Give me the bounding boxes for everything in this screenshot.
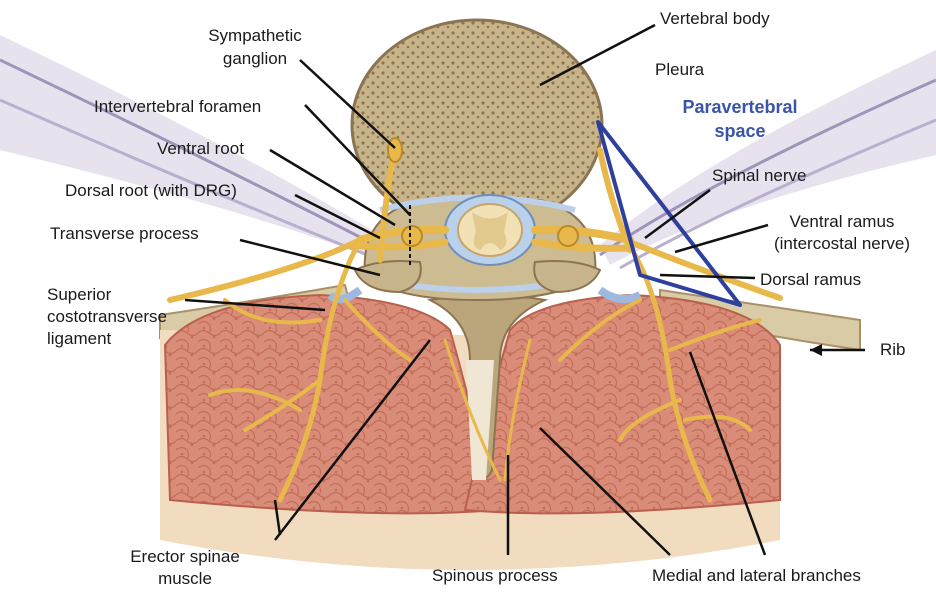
label-paravertebral-line2: space — [660, 119, 820, 143]
label-medial-lateral-branches: Medial and lateral branches — [652, 566, 861, 586]
label-paravertebral-line1: Paravertebral — [660, 95, 820, 119]
label-sympathetic-line2: ganglion — [190, 49, 320, 69]
rib-arrowhead — [810, 344, 822, 356]
label-sympathetic-line1: Sympathetic — [190, 26, 320, 46]
label-vertebral-body: Vertebral body — [660, 9, 770, 29]
label-spinous-process: Spinous process — [432, 566, 558, 586]
label-erector-spinae: Erector spinae muscle — [110, 546, 260, 590]
label-costo-line3: ligament — [47, 328, 167, 350]
label-sympathetic-ganglion: Sympathetic ganglion — [190, 26, 320, 69]
label-ventral-ramus-line1: Ventral ramus — [758, 211, 926, 233]
label-ventral-ramus-line2: (intercostal nerve) — [758, 233, 926, 255]
label-paravertebral-space: Paravertebral space — [660, 95, 820, 143]
label-spinal-nerve: Spinal nerve — [712, 166, 807, 186]
label-costo-line2: costotransverse — [47, 306, 167, 328]
transverse-process-left — [355, 261, 421, 292]
label-pleura: Pleura — [655, 60, 704, 80]
label-intervertebral-foramen: Intervertebral foramen — [94, 97, 261, 117]
costotransverse-ligament-right — [600, 290, 640, 299]
label-superior-costotransverse-ligament: Superior costotransverse ligament — [47, 284, 167, 350]
label-dorsal-root: Dorsal root (with DRG) — [65, 181, 237, 201]
transverse-process-right — [534, 261, 600, 292]
label-dorsal-ramus: Dorsal ramus — [760, 270, 861, 290]
label-costo-line1: Superior — [47, 284, 167, 306]
label-ventral-ramus: Ventral ramus (intercostal nerve) — [758, 211, 926, 255]
label-erector-line2: muscle — [110, 568, 260, 590]
label-transverse-process: Transverse process — [50, 224, 199, 244]
label-erector-line1: Erector spinae — [110, 546, 260, 568]
label-rib: Rib — [880, 340, 906, 360]
label-ventral-root: Ventral root — [157, 139, 244, 159]
